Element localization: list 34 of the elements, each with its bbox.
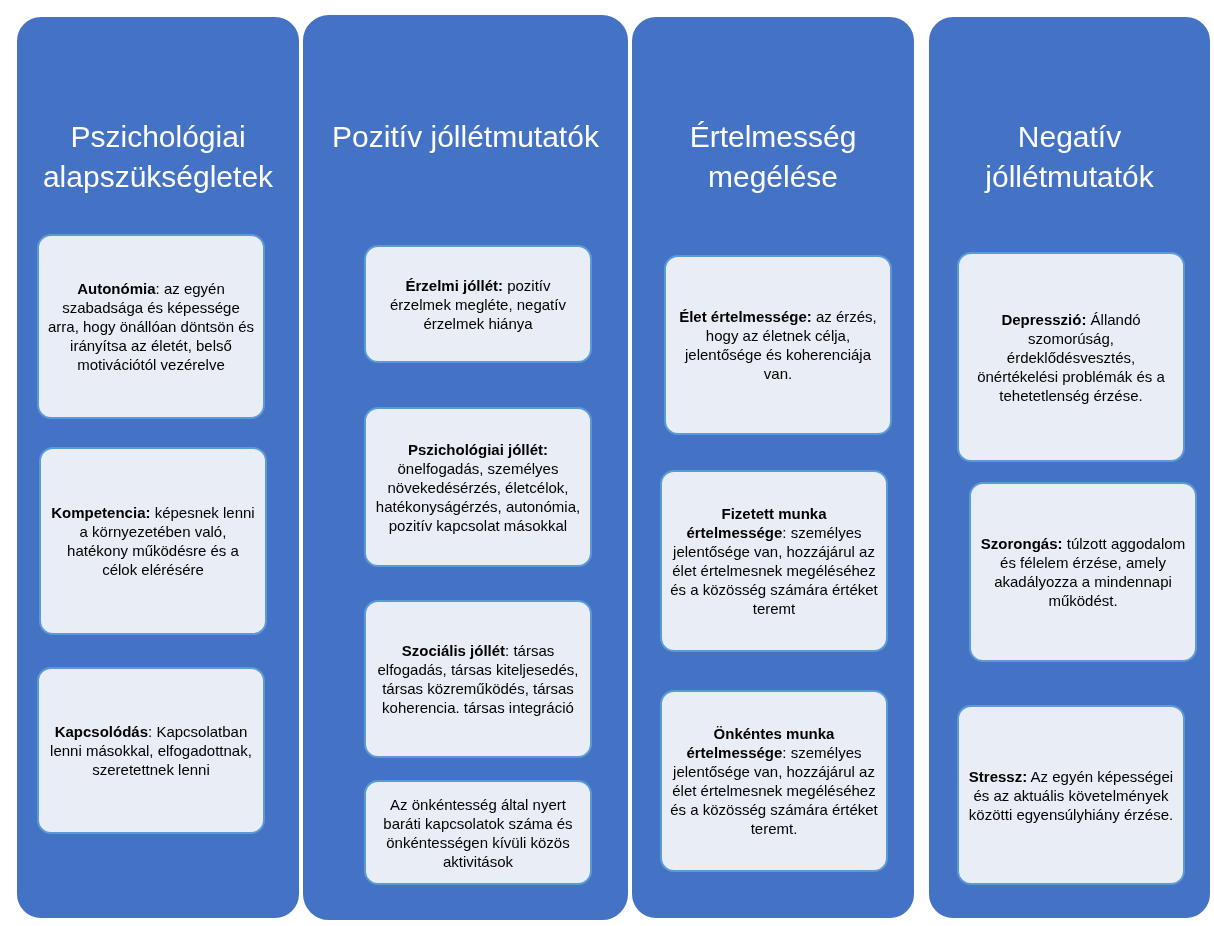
description-card xyxy=(37,234,265,419)
description-card xyxy=(37,667,265,834)
column-panel xyxy=(630,15,916,920)
column-panel xyxy=(927,15,1212,920)
column-heading: Értelmesség megélése xyxy=(688,119,858,195)
description-text: Szorongás: túlzott aggodalom és félelem érzése, amely akadályozza a mindennapi működést. xyxy=(979,534,1187,610)
description-card xyxy=(364,245,592,363)
description-text: Depresszió: Állandó szomorúság, érdeklődésvesztés, önértékelési problémák és a tehetetlenség érzése. xyxy=(976,309,1166,405)
description-text: Élet értelmessége: az érzés, hogy az életnek célja, jelentősége és koherenciája van. xyxy=(678,307,878,383)
description-text: Stressz: Az egyén képességei és az aktuális követelmények közötti egyensúlyhiány érzése. xyxy=(967,766,1175,824)
description-card xyxy=(660,690,888,872)
column-heading: Negatív jóllétmutatók xyxy=(983,119,1155,195)
description-card xyxy=(39,447,267,635)
description-text: Az önkéntesség által nyert baráti kapcsolatok száma és önkéntességen kívüli közös aktivitások xyxy=(382,794,574,871)
description-card xyxy=(957,252,1185,462)
description-text: Autonómia: az egyén szabadsága és képessége arra, hogy önállóan döntsön és irányítsa az életét, belső motivációtól vezérelve xyxy=(47,279,255,374)
description-card xyxy=(969,482,1197,662)
description-card xyxy=(660,470,888,652)
description-card xyxy=(664,255,892,435)
column-panel xyxy=(303,15,628,920)
description-card xyxy=(364,407,592,567)
description-card xyxy=(957,705,1185,885)
description-card xyxy=(364,600,592,758)
column-heading: Pszichológiai alapszükségletek xyxy=(41,119,275,195)
description-text: Önkéntes munka értelmessége: személyes jelentősége van, hozzájárul az élet értelmesnek megéléséhez és a közösség számára értéket teremt. xyxy=(670,724,878,838)
description-text: Szociális jóllét: társas elfogadás, társas kiteljesedés, társas közreműködés, társas koherencia. társas integráció xyxy=(376,641,580,717)
column-panel xyxy=(15,15,301,920)
description-card xyxy=(364,780,592,885)
column-heading: Pozitív jóllétmutatók xyxy=(331,119,600,155)
description-text: Kapcsolódás: Kapcsolatban lenni másokkal, elfogadottnak, szeretettnek lenni xyxy=(49,722,253,779)
description-text: Érzelmi jóllét: pozitív érzelmek megléte, negatív érzelmek hiánya xyxy=(389,275,567,333)
description-text: Fizetett munka értelmessége: személyes jelentősége van, hozzájárul az élet értelmesnek megéléséhez és a közösség számára értéket teremt xyxy=(670,504,878,618)
description-text: Pszichológiai jóllét: önelfogadás, személyes növekedésérzés, életcélok, hatékonyságérzés, autonómia, pozitív kapcsolat másokkal xyxy=(374,439,582,535)
description-text: Kompetencia: képesnek lenni a környezetében való, hatékony működésre és a célok elérésére xyxy=(50,503,256,579)
